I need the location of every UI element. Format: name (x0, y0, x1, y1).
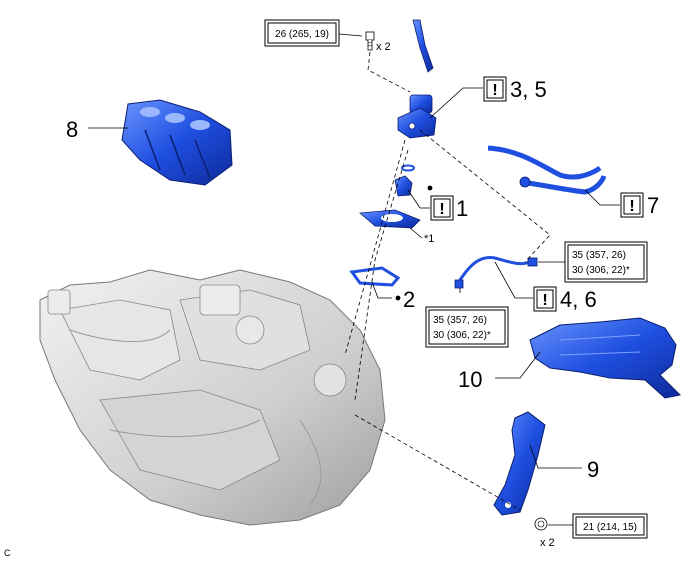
torque-box-bracket-bolt: 21 (214, 15) (572, 513, 648, 539)
torque-spec-top-bolt: 26 (265, 19) (275, 29, 329, 40)
leader-lines (88, 33, 620, 526)
part-1-gasket (394, 164, 415, 197)
callout-9: 9 (587, 457, 599, 482)
part-10-heat-shield (529, 317, 682, 399)
callout-1: 1 (456, 196, 468, 221)
quantity-bottom-bolt: x 2 (540, 537, 555, 549)
svg-text:!: ! (629, 198, 634, 215)
gasket-star1 (359, 209, 421, 229)
torque-box-pipe-lower: 35 (357, 26) 30 (306, 22)* (425, 306, 509, 348)
assembly-guide-lines (344, 51, 551, 511)
engine-block (39, 269, 386, 526)
caution-icon-4-6: ! (533, 286, 557, 312)
callout-7: 7 (647, 193, 659, 218)
callout-3-5: 3, 5 (510, 77, 547, 102)
part-2-gasket (349, 266, 401, 287)
sensor-connector-top (412, 19, 434, 73)
torque-box-top-bolt: 26 (265, 19) (264, 19, 340, 47)
caution-icon-1: ! (430, 195, 454, 221)
torque-spec-bracket-bolt: 21 (214, 15) (583, 522, 637, 533)
torque-spec-pipe-upper-1: 35 (357, 26) (572, 250, 626, 261)
corner-code: C (4, 548, 11, 558)
part-9-bracket (493, 411, 546, 516)
quantity-top-bolt: x 2 (376, 41, 391, 53)
bolt-bottom-icon (534, 517, 548, 531)
svg-text:!: ! (492, 82, 497, 99)
torque-spec-pipe-upper-2: 30 (306, 22)* (572, 265, 630, 276)
part-4-6-pipe (454, 255, 538, 289)
svg-text:!: ! (439, 201, 444, 218)
callout-10: 10 (458, 367, 482, 392)
svg-text:!: ! (542, 292, 547, 309)
caution-icon-7: ! (620, 192, 644, 218)
annotation-star-1: *1 (424, 233, 434, 245)
torque-spec-pipe-lower-1: 35 (357, 26) (433, 315, 487, 326)
part-8-intake-manifold (121, 99, 233, 186)
bullet-dot-2 (395, 295, 401, 301)
callout-8: 8 (66, 117, 78, 142)
torque-spec-pipe-lower-2: 30 (306, 22)* (433, 330, 491, 341)
torque-box-pipe-upper: 35 (357, 26) 30 (306, 22)* (564, 241, 648, 283)
callout-2: 2 (403, 287, 415, 312)
bolt-top-icon (365, 31, 375, 51)
caution-icon-3-5: ! (483, 76, 507, 102)
part-3-5-sensor (397, 94, 437, 139)
callout-4-6: 4, 6 (560, 287, 597, 312)
part-7-pipe (487, 145, 607, 195)
bullet-dot-1 (427, 185, 433, 191)
